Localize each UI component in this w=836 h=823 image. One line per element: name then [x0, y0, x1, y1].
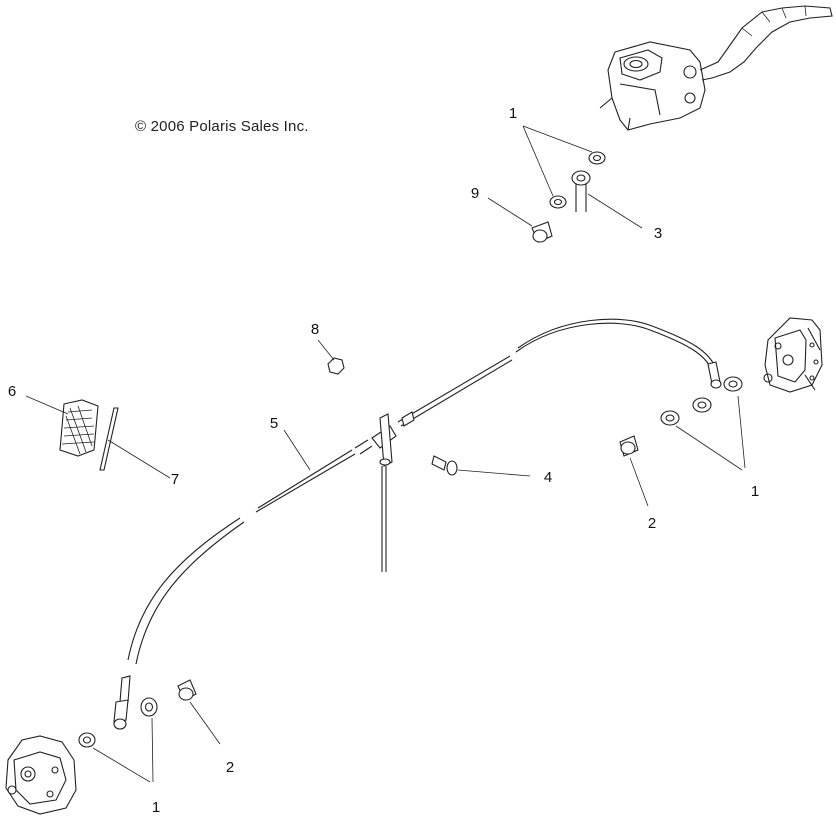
callout-5: 5: [269, 415, 279, 432]
callout-2-bottom: 2: [225, 759, 235, 776]
callout-8: 8: [310, 321, 320, 338]
callout-1-top: 1: [508, 105, 518, 122]
callout-4: 4: [543, 469, 553, 486]
left-caliper: [5, 735, 77, 815]
right-hardware: [619, 376, 746, 507]
brake-line: [113, 318, 722, 730]
middle-parts: [283, 339, 531, 477]
master-cylinder: [599, 5, 833, 131]
spring-pin: [25, 395, 171, 479]
copyright-text: © 2006 Polaris Sales Inc.: [135, 118, 309, 135]
callout-3: 3: [653, 225, 663, 242]
top-hardware: [531, 151, 606, 243]
callout-2-right: 2: [647, 515, 657, 532]
right-caliper: [763, 317, 823, 393]
top-leaders: [487, 125, 643, 229]
callout-6: 6: [7, 383, 17, 400]
callout-1-right: 1: [750, 483, 760, 500]
callout-7: 7: [170, 471, 180, 488]
callout-9: 9: [470, 185, 480, 202]
callout-1-bottom: 1: [151, 799, 161, 816]
bottom-hardware: [78, 679, 221, 783]
